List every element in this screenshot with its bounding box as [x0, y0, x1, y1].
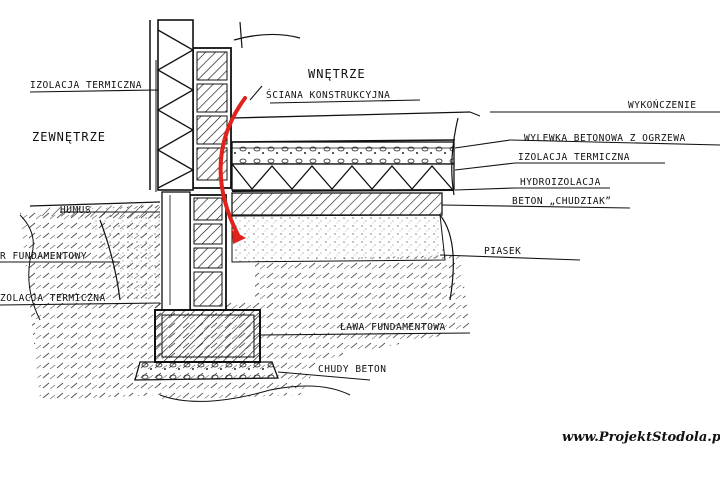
label-zewnetrze: ZEWNĘTRZE: [32, 130, 106, 144]
label-sciana-konstrukcyjna: ŚCIANA KONSTRUKCYJNA: [266, 89, 390, 101]
label-humus: HUMUS: [60, 205, 91, 216]
floor-waterproofing: [231, 189, 455, 192]
wall-thermal-insulation: [149, 19, 195, 192]
floor-thermal-insulation: [231, 163, 455, 191]
floor-finish: [231, 111, 471, 143]
label-izolacja-termiczna-top: IZOLACJA TERMICZNA: [30, 80, 142, 91]
label-piasek: PIASEK: [484, 246, 521, 257]
section-edge-line: [451, 117, 459, 196]
label-mur-fundamentowy: R FUNDAMENTOWY: [0, 251, 87, 262]
floor-lean-concrete: [231, 192, 443, 216]
label-wylewka: WYLEWKA BETONOWA Z OGRZEWA: [524, 133, 686, 144]
label-lawa-fundamentowa: ŁAWA FUNDAMENTOWA: [339, 322, 446, 333]
watermark-text: www.ProjektStodola.p: [562, 430, 720, 445]
label-hydroizolacja: HYDROIZOLACJA: [520, 177, 601, 188]
label-beton-chudziak: BETON „CHUDZIAK”: [512, 196, 612, 207]
humus-layer: [29, 201, 161, 218]
heat-flow-arrow: [218, 96, 247, 244]
lean-concrete: [134, 361, 279, 381]
label-izolacja-termiczna-floor: IZOLACJA TERMICZNA: [518, 152, 630, 163]
leader-lines: [0, 85, 720, 381]
foundation-wall: [161, 191, 227, 311]
label-wykonczenie: WYKOŃCZENIE: [628, 99, 696, 111]
foundation-footing: [154, 309, 261, 363]
label-wnetrze: WNĘTRZE: [308, 67, 366, 81]
floor-sand: [231, 214, 454, 301]
label-izolacja-termiczna-low: ZOLACJA TERMICZNA: [0, 293, 106, 304]
label-chudy-beton: CHUDY BETON: [318, 364, 386, 375]
floor-screed: [231, 141, 455, 165]
